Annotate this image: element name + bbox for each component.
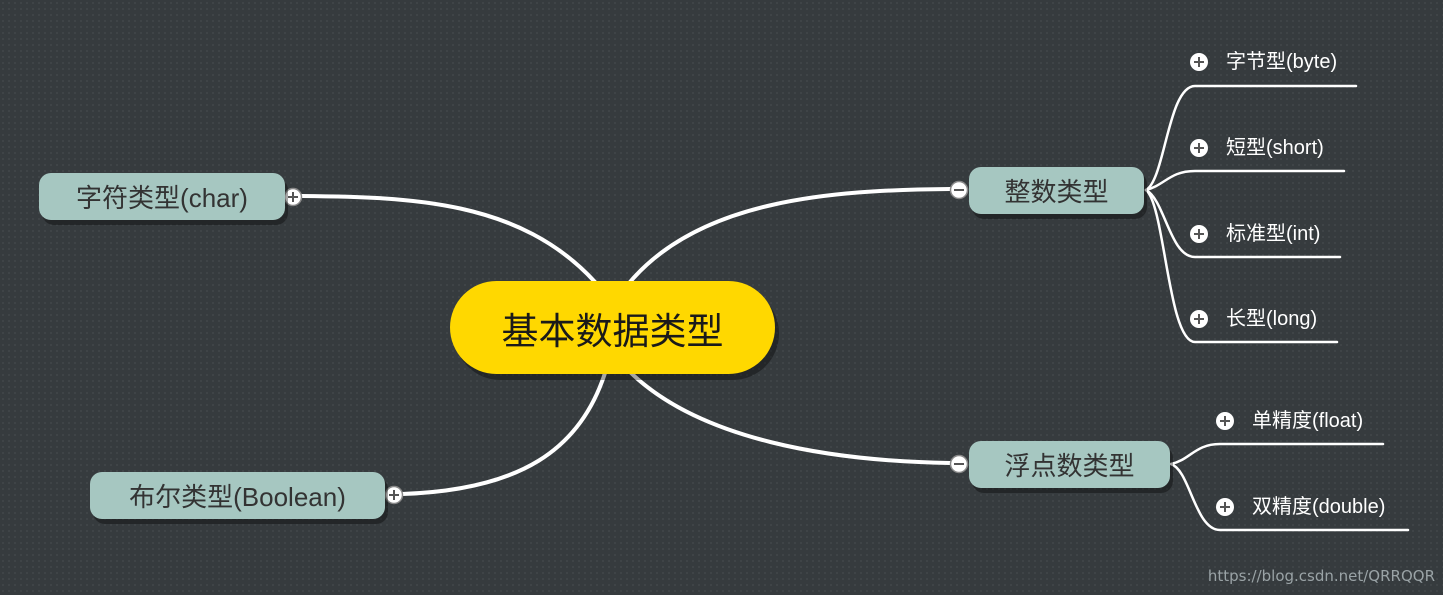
expand-icon[interactable] [1190, 310, 1208, 328]
subtopic-byte[interactable]: 字节型(byte) [1226, 51, 1338, 73]
connector-long [1144, 188, 1339, 344]
connector-char [300, 194, 597, 284]
expand-icon[interactable] [283, 187, 303, 207]
connector-byte [1144, 84, 1358, 192]
expand-icon[interactable] [384, 485, 404, 505]
topic-label: 布尔类型(Boolean) [129, 482, 346, 512]
connector-float [628, 370, 952, 465]
central-topic[interactable]: 基本数据类型 [450, 281, 775, 374]
expand-icon[interactable] [1190, 53, 1208, 71]
subtopic-int[interactable]: 标准型(int) [1226, 223, 1321, 245]
expand-icon[interactable] [1190, 139, 1208, 157]
connector-double [1169, 462, 1410, 532]
collapse-icon[interactable] [949, 180, 969, 200]
topic-label: 浮点数类型 [1004, 451, 1135, 481]
subtopic-short[interactable]: 短型(short) [1226, 137, 1324, 159]
connector-boolean [400, 371, 607, 496]
topic-float[interactable]: 浮点数类型 [969, 441, 1170, 488]
topic-label: 整数类型 [1004, 177, 1109, 207]
watermark: https://blog.csdn.net/QRRQQR [1207, 567, 1435, 585]
subtopic-double[interactable]: 双精度(double) [1252, 496, 1386, 518]
connector-int [1144, 188, 1342, 259]
subtopic-single[interactable]: 单精度(float) [1252, 410, 1364, 432]
expand-icon[interactable] [1216, 498, 1234, 516]
connector-single [1169, 442, 1385, 466]
topic-char[interactable]: 字符类型(char) [39, 173, 285, 220]
connector-short [1144, 169, 1346, 192]
expand-icon[interactable] [1216, 412, 1234, 430]
topic-integer[interactable]: 整数类型 [969, 167, 1144, 214]
topic-label: 字符类型(char) [76, 183, 248, 213]
connector-integer [628, 187, 952, 284]
expand-icon[interactable] [1190, 225, 1208, 243]
central-topic-label: 基本数据类型 [501, 310, 724, 352]
collapse-icon[interactable] [949, 454, 969, 474]
topic-boolean[interactable]: 布尔类型(Boolean) [90, 472, 385, 519]
subtopic-long[interactable]: 长型(long) [1226, 308, 1318, 330]
